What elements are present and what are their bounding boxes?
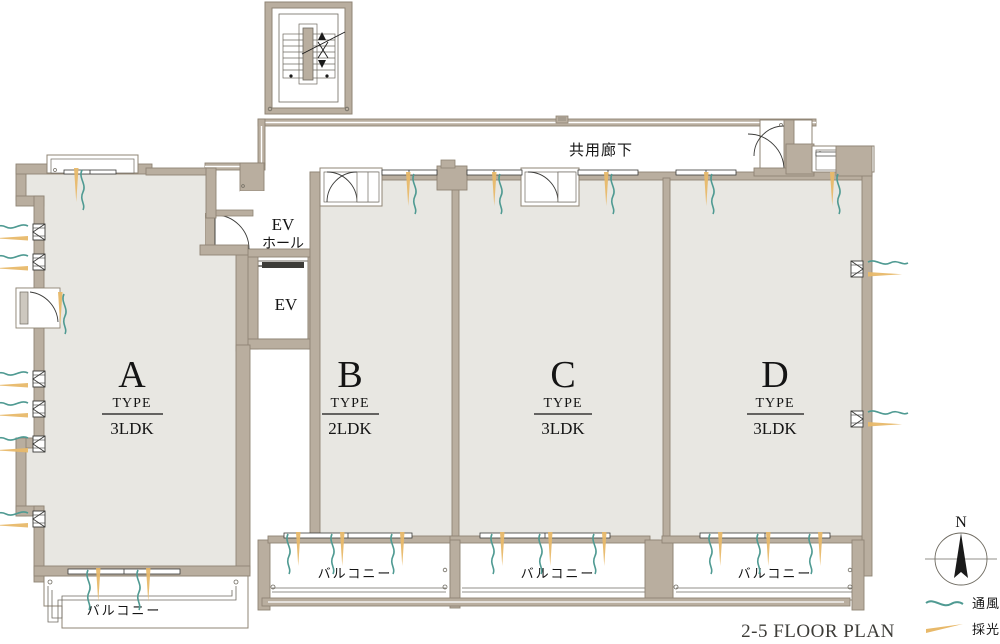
triangle-icon	[926, 624, 963, 633]
legend-label-ventilation: 通風	[972, 597, 1000, 612]
legend-item-daylight: 採光	[926, 623, 1000, 638]
units-bcd-block: B TYPE 2LDK C TYPE 3LDK D TYPE 3LDK	[309, 119, 875, 577]
footer-label: 2-5 FLOOR PLAN	[741, 621, 895, 642]
compass-north-label: N	[955, 514, 967, 531]
unit-b-type: TYPE	[331, 396, 370, 411]
unit-a-label: A TYPE 3LDK	[102, 354, 163, 438]
stair-treads	[282, 23, 346, 85]
unit-a-letter: A	[118, 354, 146, 396]
unit-d-type: TYPE	[756, 396, 795, 411]
unit-d-label: D TYPE 3LDK	[747, 354, 804, 438]
legend: 通風 採光	[925, 597, 1000, 638]
elevator-label: EV	[275, 295, 298, 314]
unit-c-label: C TYPE 3LDK	[534, 354, 592, 438]
unit-b-entrance	[319, 167, 383, 207]
compass-needle	[954, 533, 968, 578]
ev-hall-label-line2: ホール	[262, 236, 304, 252]
unit-d-letter: D	[761, 354, 788, 396]
unit-c-type: TYPE	[544, 396, 583, 411]
common-corridor: 共用廊下	[204, 115, 817, 171]
unit-c-letter: C	[550, 354, 575, 396]
unit-a-balcony: バルコニー	[43, 568, 249, 629]
unit-c-plan: 3LDK	[541, 419, 585, 438]
unit-a-plan: 3LDK	[110, 419, 154, 438]
corridor-label: 共用廊下	[569, 141, 633, 159]
units-bcd-interior	[314, 178, 870, 540]
ev-hall-label-line1: EV	[272, 215, 295, 234]
unit-b-letter: B	[337, 354, 362, 396]
legend-label-daylight: 採光	[972, 623, 1000, 638]
unit-a-interior	[22, 168, 246, 570]
unit-b-label: B TYPE 2LDK	[322, 354, 379, 438]
unit-b-balcony-label: バルコニー	[318, 567, 393, 582]
stairwell-block	[264, 1, 353, 115]
unit-d-plan: 3LDK	[753, 419, 797, 438]
compass-rose: N	[925, 514, 997, 586]
unit-b-plan: 2LDK	[328, 419, 372, 438]
unit-a-balcony-label: バルコニー	[87, 604, 162, 619]
legend-item-ventilation: 通風	[925, 597, 1000, 612]
wave-icon	[925, 600, 964, 607]
balconies-bcd: バルコニー バルコニー バルコニー	[257, 532, 865, 611]
unit-c-balcony-label: バルコニー	[521, 567, 596, 582]
unit-a-block: A TYPE 3LDK	[15, 154, 251, 583]
unit-d-balcony-label: バルコニー	[738, 567, 813, 582]
unit-a-entry-window	[46, 154, 139, 175]
unit-d-entrance	[520, 167, 580, 207]
unit-a-type: TYPE	[113, 396, 152, 411]
